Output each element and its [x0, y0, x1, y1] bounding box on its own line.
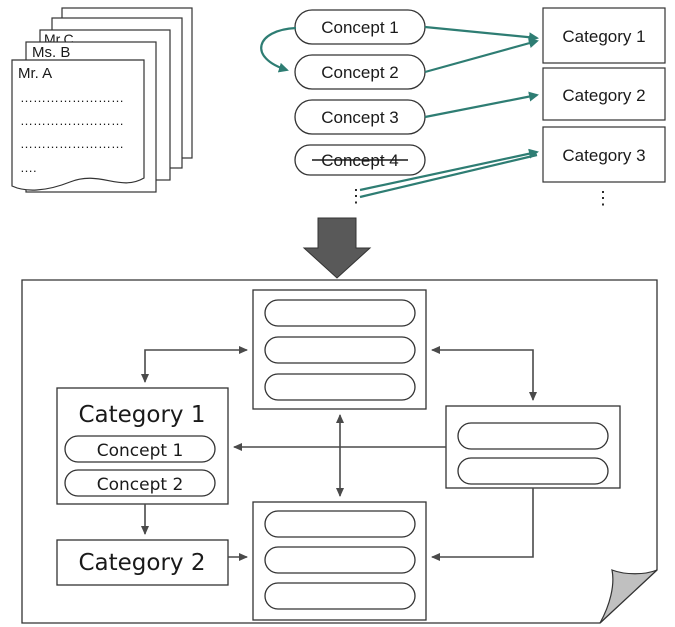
down-arrow-icon [302, 217, 372, 279]
category-3: Category 3 [542, 126, 666, 183]
concept-4-struck: Concept 4 [294, 144, 426, 176]
empty-pill [264, 336, 416, 364]
document-line-4: …. [20, 160, 37, 175]
arrow-ellipsis-to-category3-a [359, 148, 539, 192]
empty-pill [457, 422, 609, 450]
group-box-right [445, 405, 621, 489]
arrow-top-to-right [431, 346, 537, 401]
category-ellipsis: ⋮ [594, 188, 612, 208]
concept-1: Concept 1 [294, 9, 426, 45]
result-category-1-title: Category 1 [78, 402, 205, 428]
document-line-1: …………………… [20, 90, 124, 105]
concept-3: Concept 3 [294, 99, 426, 135]
document-line-2: …………………… [20, 113, 124, 128]
empty-pill [457, 457, 609, 485]
document-mr-a: Mr. A …………………… …………………… …………………… …. [11, 59, 145, 191]
result-concept-1-pill [64, 435, 216, 463]
document-line-3: …………………… [20, 136, 124, 151]
arrow-concept1-to-concept2 [260, 26, 297, 73]
empty-pill [264, 546, 416, 574]
empty-pill [264, 582, 416, 610]
concept-3-label: Concept 3 [321, 108, 399, 127]
group-box-bottom [252, 501, 427, 621]
result-concept-2-label: Concept 2 [97, 475, 184, 495]
arrow-concept2-to-category1 [424, 38, 539, 74]
concept-2-label: Concept 2 [321, 63, 399, 82]
empty-pill [264, 299, 416, 327]
arrow-right-to-bottom [431, 488, 534, 561]
concept-2: Concept 2 [294, 54, 426, 90]
category-list: Category 1 Category 2 Category 3 ⋮ [542, 7, 666, 208]
connector-arrows [141, 346, 537, 561]
category-3-label: Category 3 [562, 146, 645, 165]
result-category-1: Category 1 Concept 1 Concept 2 [56, 387, 229, 505]
category-1-label: Category 1 [562, 27, 645, 46]
empty-pill [264, 510, 416, 538]
group-box-top [252, 289, 427, 410]
arrow-top-to-category1 [141, 346, 248, 383]
document-label-ms-b: Ms. B [32, 44, 70, 61]
category-1: Category 1 [542, 7, 666, 64]
document-label-mr-a: Mr. A [18, 65, 52, 82]
concept-list: Concept 1 Concept 2 Concept 3 Concept 4 … [294, 9, 426, 206]
arrow-concept1-to-category1 [424, 25, 539, 43]
concept-1-label: Concept 1 [321, 18, 399, 37]
page-fold-icon [599, 569, 658, 624]
category-2: Category 2 [542, 67, 666, 121]
result-category-2-title: Category 2 [78, 550, 205, 576]
arrow-ellipsis-to-category3-b [359, 153, 538, 199]
category-2-label: Category 2 [562, 86, 645, 105]
document-stack: Mr.C Ms. B Mr. A …………………… …………………… ……………… [11, 7, 193, 193]
arrow-concept3-to-category2 [424, 91, 539, 119]
result-concept-1-label: Concept 1 [97, 441, 184, 461]
result-category-2: Category 2 [56, 539, 229, 586]
mapping-arrows [260, 25, 539, 199]
empty-pill [264, 373, 416, 401]
result-concept-2-pill [64, 469, 216, 497]
